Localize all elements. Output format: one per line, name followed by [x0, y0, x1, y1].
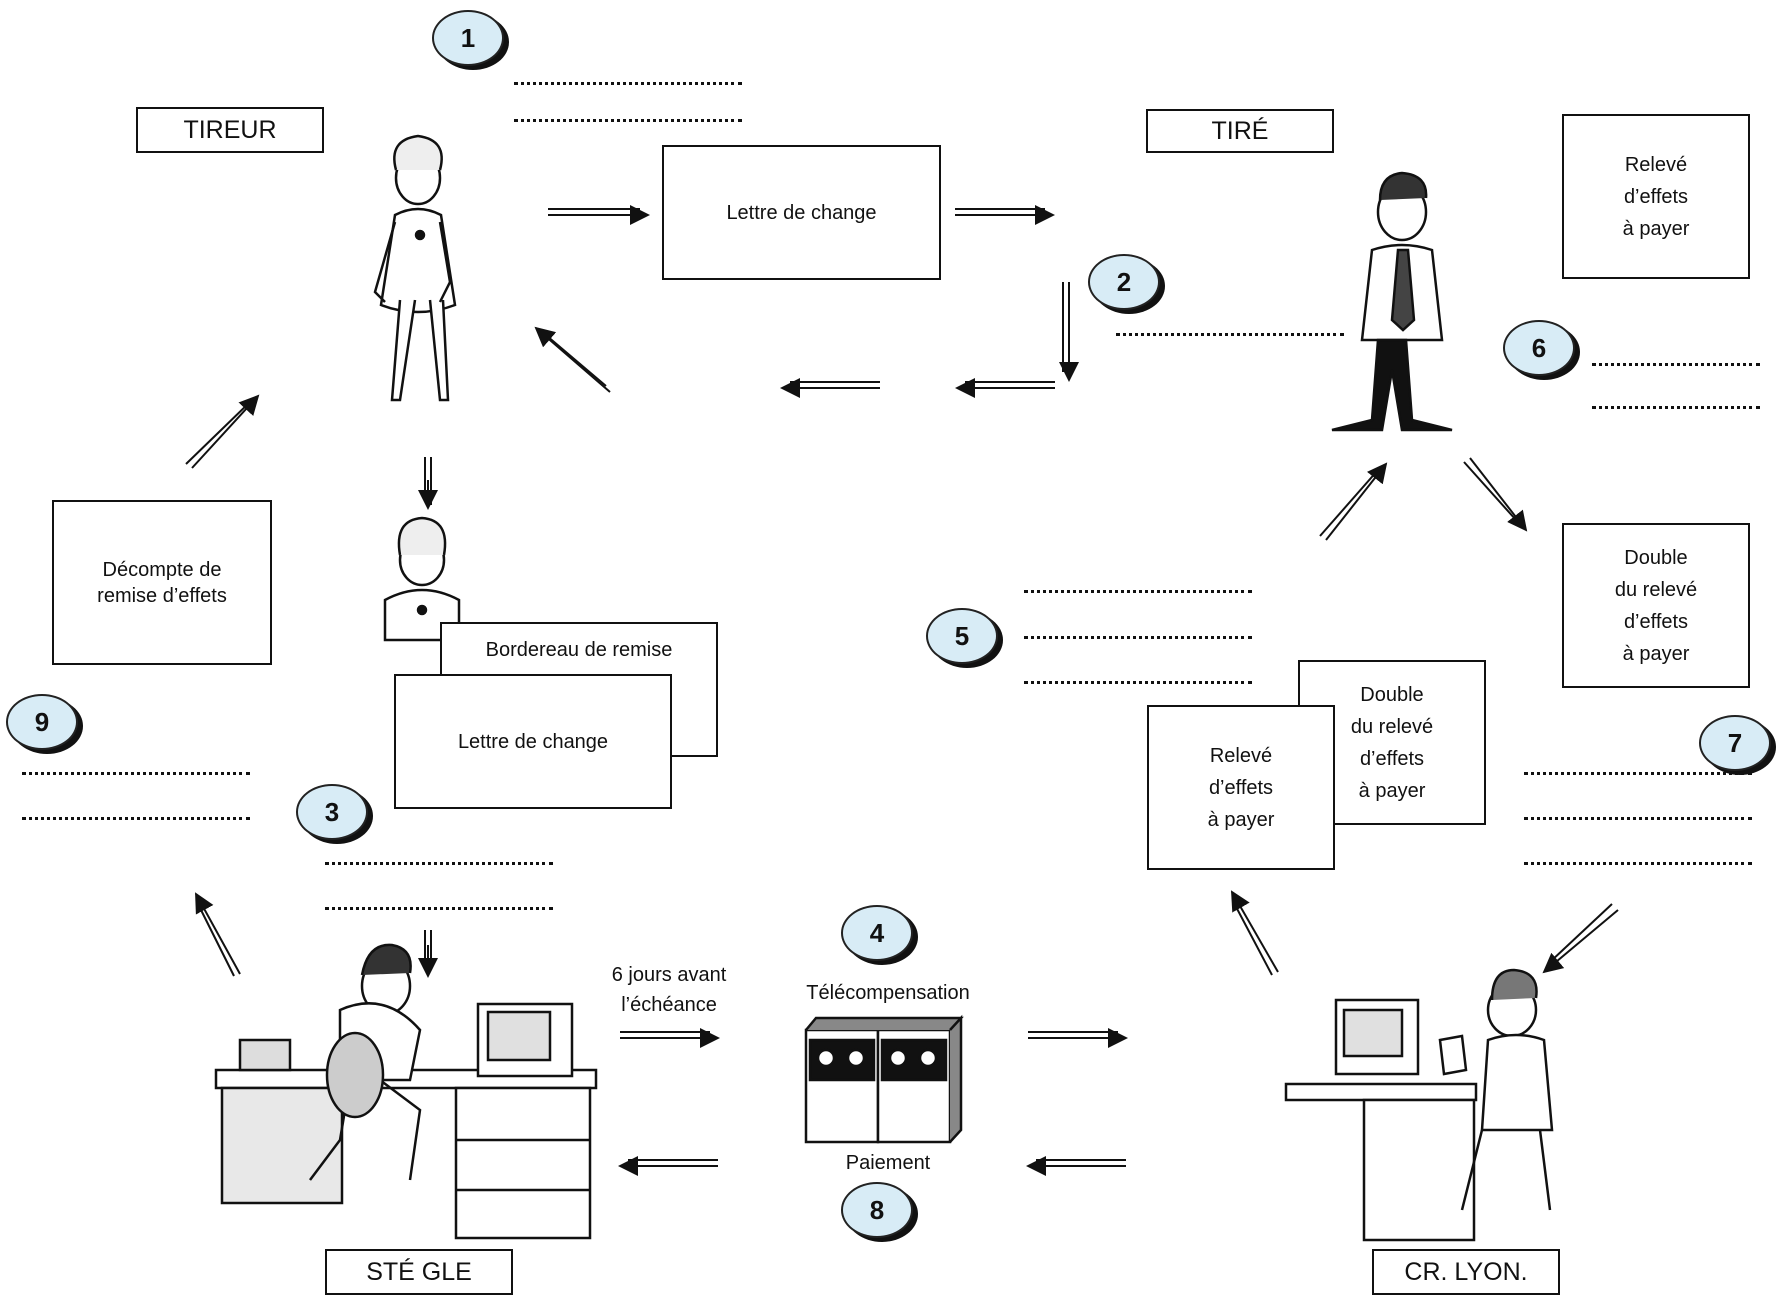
- arrow-paiement-to-stegle: [618, 1156, 718, 1176]
- annotation-paiement: Paiement: [845, 1152, 931, 1174]
- arrow-stegle-to-telecomp: [620, 1028, 720, 1048]
- arrow-tire-to-double: [1463, 457, 1528, 532]
- blank-line-3a[interactable]: [325, 862, 553, 865]
- blank-line-7c[interactable]: [1524, 862, 1752, 865]
- stegle-illustration: [214, 943, 598, 1240]
- arrow-lettre-to-tire: [955, 205, 1055, 225]
- step-3: 3: [296, 784, 368, 840]
- bordereau-label: Bordereau de remise: [485, 639, 673, 661]
- box-releve-mid: Relevé d’effets à payer: [1147, 705, 1335, 870]
- arrow-up-to-tire: [1319, 462, 1388, 541]
- blank-line-7a[interactable]: [1524, 772, 1752, 775]
- annotation-telecompensation: Télécompensation: [806, 982, 970, 1004]
- label-tireur: TIREUR: [136, 107, 324, 153]
- label-cr-lyon: CR. LYON.: [1372, 1249, 1560, 1295]
- arrow-decompte-to-tireur: [185, 394, 260, 469]
- arrow-return-2: [780, 378, 880, 398]
- arrow-down-to-stegle: [418, 930, 438, 978]
- arrow-tireur-to-lettre: [548, 205, 650, 225]
- arrow-stegle-up: [195, 892, 241, 977]
- arrow-crlyon-to-telecomp: [1026, 1156, 1126, 1176]
- box-lettre-de-change-mid: Lettre de change: [394, 674, 672, 809]
- blank-line-7b[interactable]: [1524, 817, 1752, 820]
- blank-line-6b[interactable]: [1592, 406, 1760, 409]
- blank-line-9b[interactable]: [22, 817, 250, 820]
- arrow-down-step2: [1059, 282, 1079, 382]
- secretary-illustration: [383, 516, 461, 642]
- crlyon-illustration: [1284, 968, 1554, 1242]
- blank-line-3b[interactable]: [325, 907, 553, 910]
- step-9: 9: [6, 694, 78, 750]
- arrow-return-1: [955, 378, 1055, 398]
- tire-illustration: [1331, 171, 1453, 432]
- step-2: 2: [1088, 254, 1160, 310]
- arrow-tireur-down: [418, 457, 438, 510]
- telecompensation-machine: [804, 1014, 964, 1144]
- blank-line-5c[interactable]: [1024, 681, 1252, 684]
- arrow-to-crlyon: [1542, 903, 1619, 974]
- blank-line-1a[interactable]: [514, 82, 742, 85]
- arrow-telecomp-to-crlyon: [1028, 1028, 1128, 1048]
- step-1: 1: [432, 10, 504, 66]
- blank-line-2[interactable]: [1116, 333, 1344, 336]
- step-7: 7: [1699, 715, 1771, 771]
- blank-line-6a[interactable]: [1592, 363, 1760, 366]
- label-ste-gle: STÉ GLE: [325, 1249, 513, 1295]
- step-5: 5: [926, 608, 998, 664]
- step-8: 8: [841, 1182, 913, 1238]
- step-4: 4: [841, 905, 913, 961]
- blank-line-5b[interactable]: [1024, 636, 1252, 639]
- annotation-six-jours: 6 jours avant l’échéance: [611, 964, 727, 1016]
- box-double-right: Double du relevé d’effets à payer: [1562, 523, 1750, 688]
- tireur-illustration: [373, 134, 457, 402]
- blank-line-1b[interactable]: [514, 119, 742, 122]
- blank-line-5a[interactable]: [1024, 590, 1252, 593]
- box-releve-top: Relevé d’effets à payer: [1562, 114, 1750, 279]
- blank-line-9a[interactable]: [22, 772, 250, 775]
- step-6: 6: [1503, 320, 1575, 376]
- arrow-return-to-tireur: [534, 326, 611, 393]
- arrow-crlyon-up: [1231, 890, 1279, 976]
- box-lettre-de-change-top: Lettre de change: [662, 145, 941, 280]
- box-decompte: Décompte de remise d’effets: [52, 500, 272, 665]
- label-tire: TIRÉ: [1146, 109, 1334, 153]
